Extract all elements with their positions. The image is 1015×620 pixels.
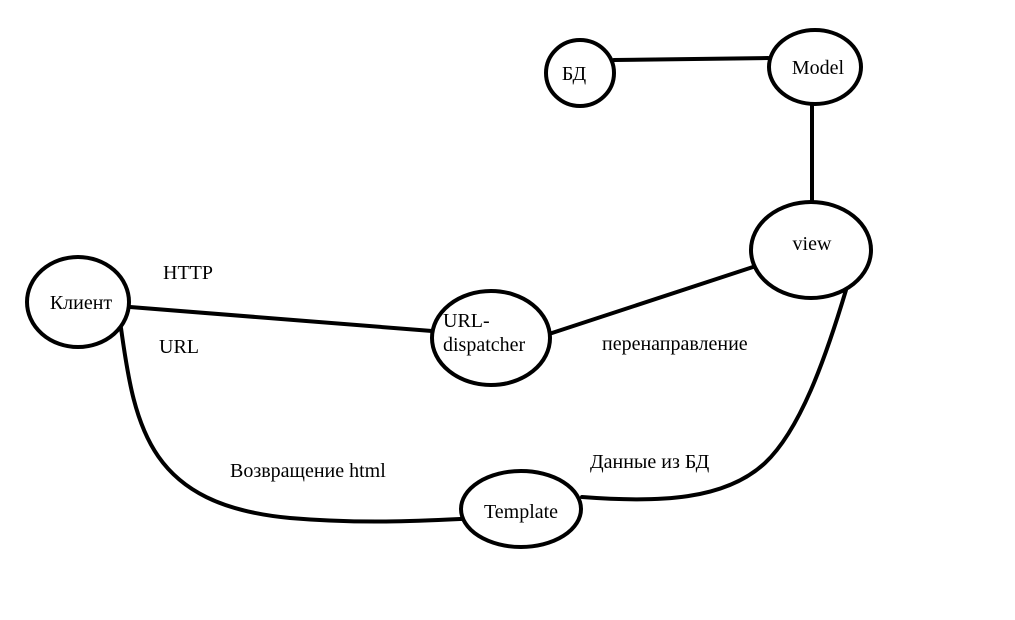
node-url-dispatcher-label-line2: dispatcher [443,334,526,356]
node-db-label: БД [562,63,587,85]
edge-label-redirect: перенаправление [602,333,748,355]
node-template-label: Template [484,501,558,523]
node-client-label: Клиент [50,292,113,314]
node-template: Template [459,469,583,549]
edge-client-template [119,326,463,524]
node-db-shape [544,38,616,108]
node-url-dispatcher: URL- dispatcher [430,289,552,387]
edge-dispatcher-view [550,265,755,335]
node-view-shape [749,200,873,300]
node-model-label: Model [792,57,845,79]
node-url-dispatcher-label-line1: URL- [443,310,490,332]
edge-label-return-html: Возвращение html [230,460,386,482]
node-model-shape [767,28,863,106]
node-db: БД [544,38,616,108]
edge-db-model [612,56,770,62]
edge-label-http: HTTP [163,262,213,284]
node-view-label: view [793,233,832,255]
node-client: Клиент [25,255,131,349]
node-view: view [749,200,873,300]
edge-template-view [580,288,848,502]
edge-client-dispatcher [128,305,434,333]
node-template-shape [459,469,583,549]
edge-label-url: URL [159,336,199,358]
node-model: Model [767,28,863,106]
node-url-dispatcher-shape [430,289,552,387]
node-client-shape [25,255,131,349]
edge-label-db-data: Данные из БД [590,451,710,473]
